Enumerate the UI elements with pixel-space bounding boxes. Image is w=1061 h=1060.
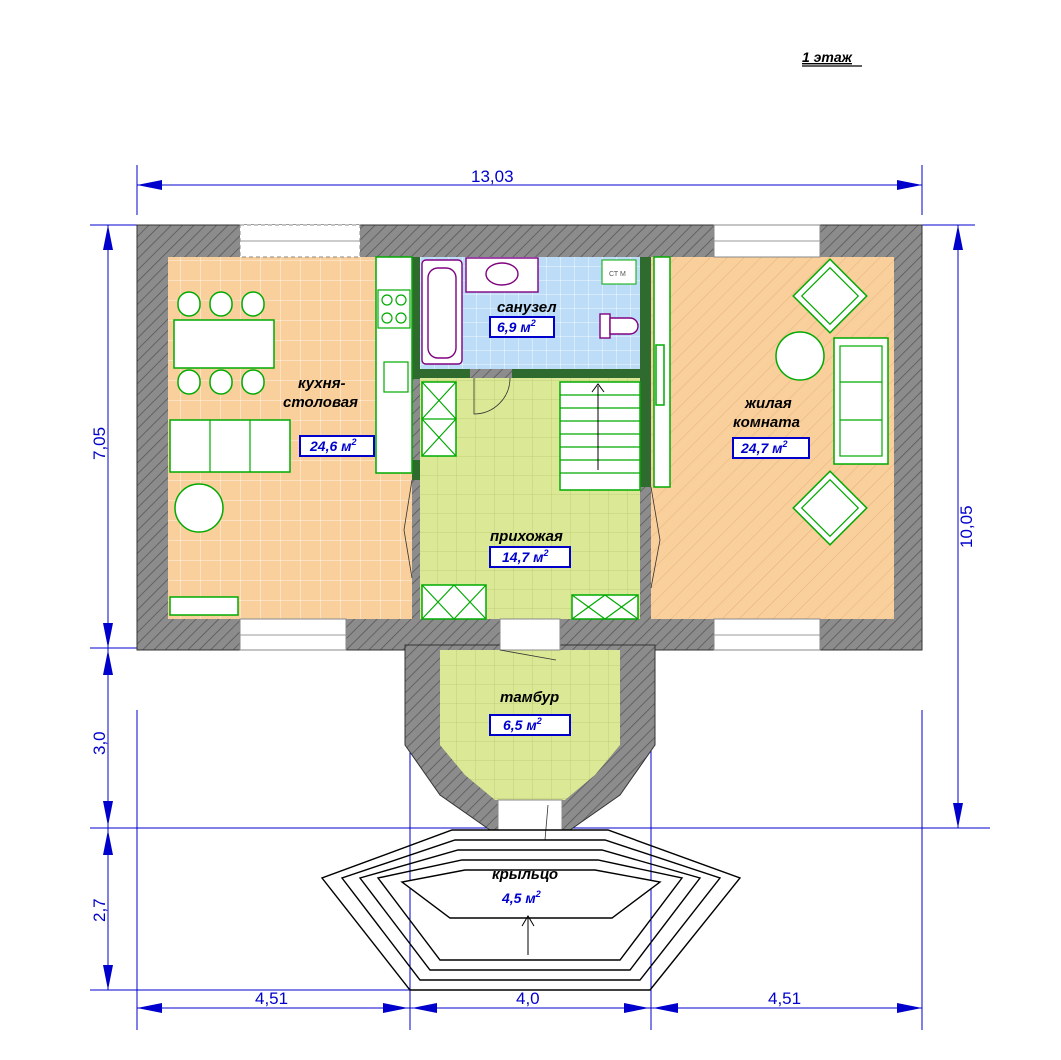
dim-left-middle: 3,0 <box>90 731 109 755</box>
vestibule-area-box <box>489 714 571 736</box>
dim-left-lower: 2,7 <box>90 898 109 922</box>
dim-right-total: 10,05 <box>957 505 976 548</box>
hall-name: прихожая <box>490 528 563 545</box>
hall-area-box <box>489 546 571 568</box>
kitchen-area-box <box>299 435 375 457</box>
bathroom-fixtures: СТ М <box>421 257 639 365</box>
bathroom-name: санузел <box>497 299 557 316</box>
living-name-line2: комната <box>733 414 800 431</box>
svg-text:4,5 м2: 4,5 м2 <box>501 889 541 906</box>
hall-area-sup: 2 <box>543 548 549 558</box>
kitchen-area: 24,6 м <box>309 438 352 454</box>
dim-bottom-right: 4,51 <box>768 989 801 1008</box>
living-area: 24,7 м <box>740 440 783 456</box>
kitchen-name-line1: кухня- <box>298 375 346 392</box>
vestibule-area-sup: 2 <box>536 716 542 726</box>
interior-partitions <box>412 257 651 487</box>
bathroom-area-box <box>489 316 555 338</box>
living-furniture <box>653 256 889 546</box>
living-name-line1: жилая <box>744 395 792 412</box>
dim-bottom-center: 4,0 <box>516 989 540 1008</box>
living-area-box <box>732 437 810 459</box>
kitchen-furniture <box>169 256 413 616</box>
bath-fixture-label: СТ М <box>609 271 626 278</box>
dim-top-total: 13,03 <box>471 167 514 186</box>
svg-text:24,7 м2: 24,7 м2 <box>740 439 788 456</box>
kitchen-name-line2: столовая <box>283 394 358 411</box>
svg-text:6,5 м2: 6,5 м2 <box>503 716 542 733</box>
dim-left-upper: 7,05 <box>90 427 109 460</box>
porch-steps <box>320 829 742 991</box>
dimension-lines <box>90 165 990 1030</box>
svg-text:24,6 м2: 24,6 м2 <box>309 437 357 454</box>
bathroom-area: 6,9 м <box>497 319 531 335</box>
porch-area: 4,5 м <box>501 890 536 906</box>
svg-text:6,9 м2: 6,9 м2 <box>497 318 536 335</box>
living-area-sup: 2 <box>782 439 788 449</box>
hall-furniture <box>403 377 661 841</box>
kitchen-area-sup: 2 <box>351 437 357 447</box>
svg-text:14,7 м2: 14,7 м2 <box>502 548 549 565</box>
floor-label: 1 этаж <box>802 49 853 65</box>
vestibule-name: тамбур <box>500 689 559 706</box>
dim-bottom-left: 4,51 <box>255 989 288 1008</box>
bathroom-area-sup: 2 <box>530 318 536 328</box>
vestibule-area: 6,5 м <box>503 717 537 733</box>
windows <box>239 224 821 831</box>
hall-area: 14,7 м <box>502 549 544 565</box>
porch-name: крыльцо <box>492 866 558 883</box>
porch-area-sup: 2 <box>535 889 541 899</box>
